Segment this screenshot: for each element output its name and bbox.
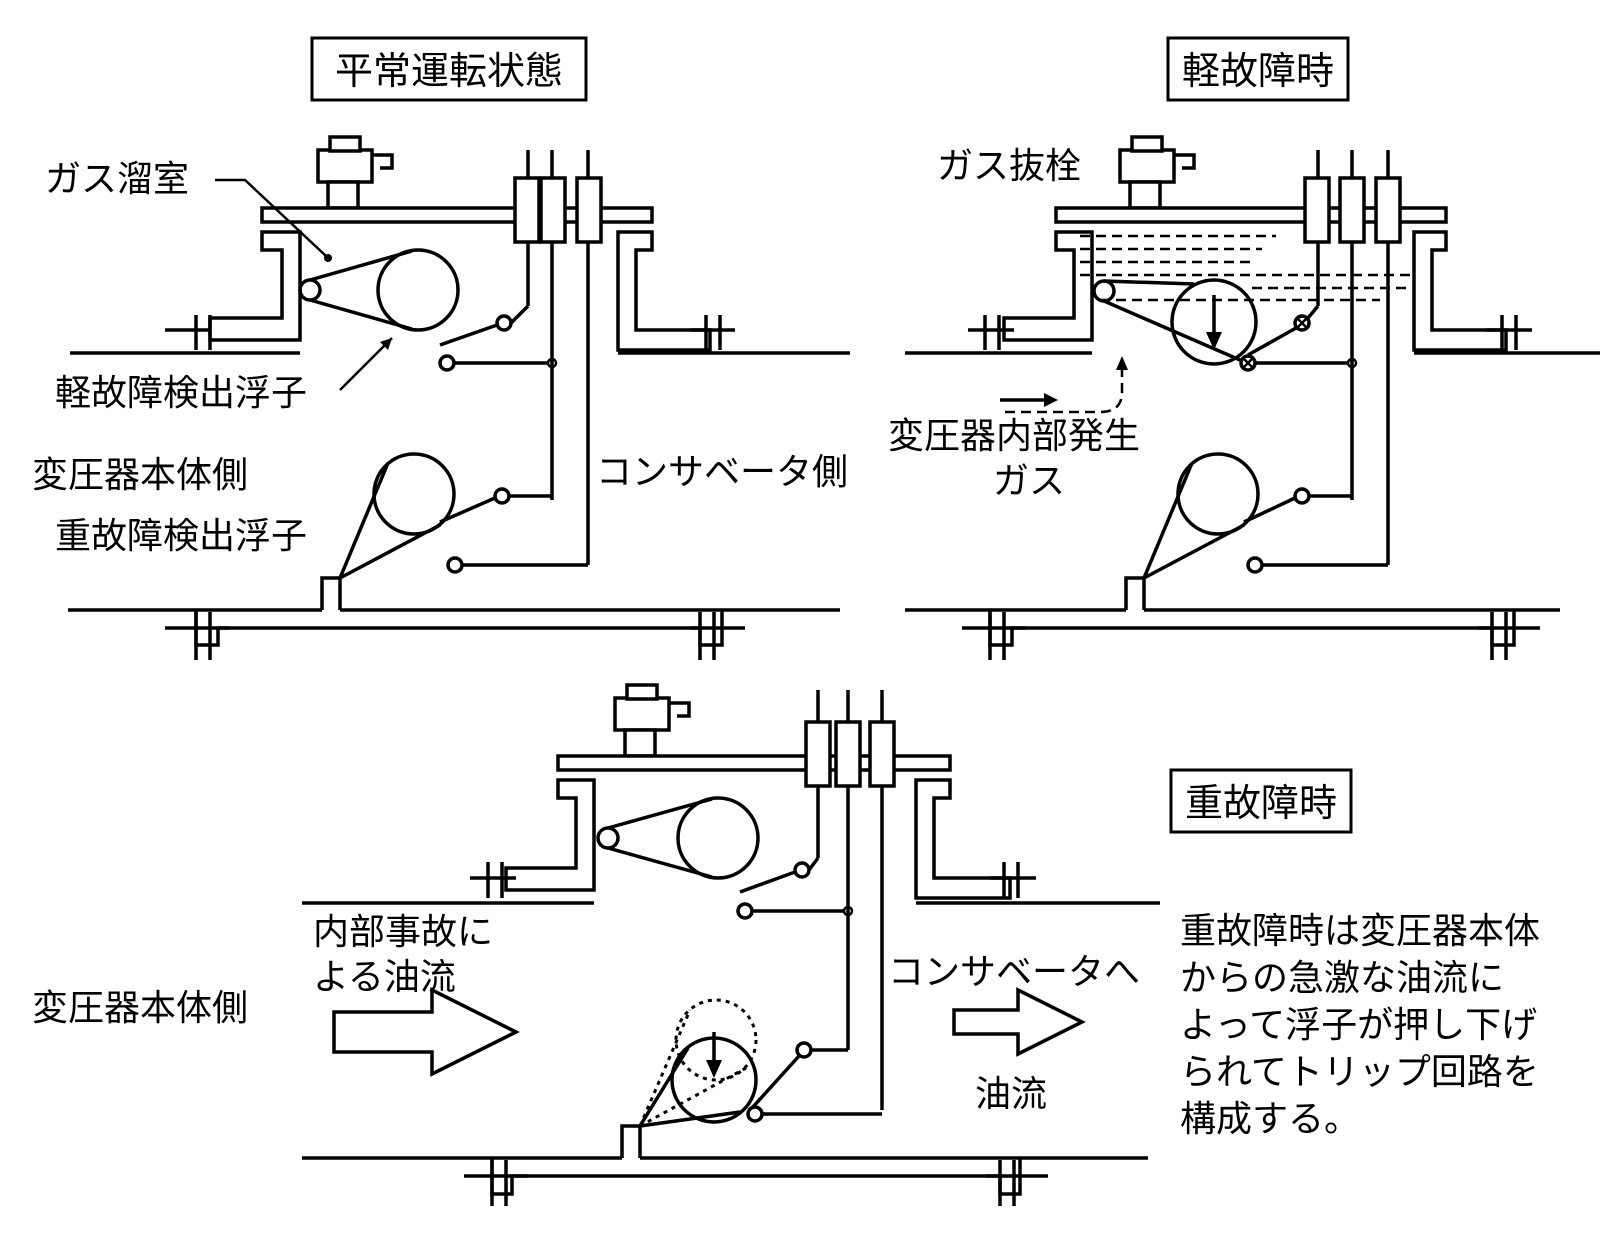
heavy-float-original-dotted: [638, 998, 758, 1128]
svg-text:られてトリップ回路を: られてトリップ回路を: [1180, 1052, 1539, 1093]
terminals-3: [804, 690, 896, 788]
gas-rise-path: [1005, 364, 1124, 414]
housing-left: [208, 230, 302, 342]
title-heavy: 重故障時: [1185, 781, 1337, 825]
heavy-float-pushed: [620, 1032, 758, 1158]
oil-flow-out-arrow: [952, 987, 1086, 1057]
heavy-contact-closed: [746, 1041, 882, 1123]
label-to-conservator: コンサベータへ: [888, 952, 1140, 993]
svg-text:からの急激な油流に: からの急激な油流に: [1180, 958, 1504, 999]
panel-normal: 平常運転状態: [32, 36, 850, 660]
gas-vent-valve: [316, 135, 394, 210]
label-light-float: 軽故障検出浮子: [55, 373, 307, 414]
housing-right: [616, 230, 712, 352]
heavy-contact-2: [1243, 487, 1388, 574]
label-gas-chamber: ガス溜室: [45, 159, 189, 200]
housing-left-3: [504, 778, 596, 892]
gas-vent-valve-3: [613, 683, 691, 758]
light-contact-3: [736, 786, 884, 1110]
label-oil-flow: 油流: [975, 1074, 1047, 1115]
oil-flow-in-arrow: [332, 987, 520, 1077]
terminals: [513, 150, 603, 244]
heavy-float-2: [1124, 452, 1260, 610]
housing-right-2: [1412, 230, 1508, 352]
svg-text:よって浮子が押し下げ: よって浮子が押し下げ: [1180, 1005, 1537, 1046]
label-internal-gas-1: 変圧器内部発生: [888, 416, 1140, 457]
light-float: [298, 248, 460, 332]
light-float-3: [596, 796, 760, 880]
gas-vent-valve-2: [1118, 135, 1196, 210]
heavy-float: [320, 452, 456, 610]
title-normal: 平常運転状態: [335, 49, 563, 93]
label-internal-gas-2: ガス: [993, 461, 1065, 502]
label-transformer-side-3: 変圧器本体側: [32, 988, 248, 1029]
title-box-light: [1166, 36, 1350, 102]
title-box-heavy: [1169, 768, 1353, 834]
gas-chamber-point: [324, 254, 332, 262]
title-box-normal: [310, 36, 588, 102]
panel-heavy-fault: 重故障時: [32, 683, 1540, 1206]
label-transformer-side: 変圧器本体側: [32, 455, 248, 496]
panel-light-fault: 軽故障時: [888, 36, 1600, 660]
label-gas-vent: ガス抜栓: [937, 146, 1081, 187]
light-contact-closed: [1239, 242, 1390, 565]
terminals-2: [1303, 150, 1402, 244]
label-heavy-float: 重故障検出浮子: [55, 516, 307, 557]
accumulated-gas: [1080, 234, 1412, 302]
explanation-note: 重故障時は変圧器本体 からの急激な油流に よって浮子が押し下げ られてトリップ回…: [1180, 911, 1540, 1140]
svg-text:構成する。: 構成する。: [1180, 1099, 1360, 1140]
housing-right-3: [914, 778, 1012, 900]
label-internal-flow-2: よる油流: [313, 957, 456, 998]
housing-left-2: [1002, 230, 1094, 342]
light-contact: [438, 242, 590, 565]
light-float-lowered: [1092, 278, 1258, 366]
svg-text:重故障時は変圧器本体: 重故障時は変圧器本体: [1180, 911, 1540, 952]
title-light: 軽故障時: [1182, 49, 1334, 93]
label-internal-flow-1: 内部事故に: [313, 912, 493, 953]
label-conservator-side: コンサベータ側: [596, 452, 848, 493]
heavy-contact: [439, 487, 588, 574]
